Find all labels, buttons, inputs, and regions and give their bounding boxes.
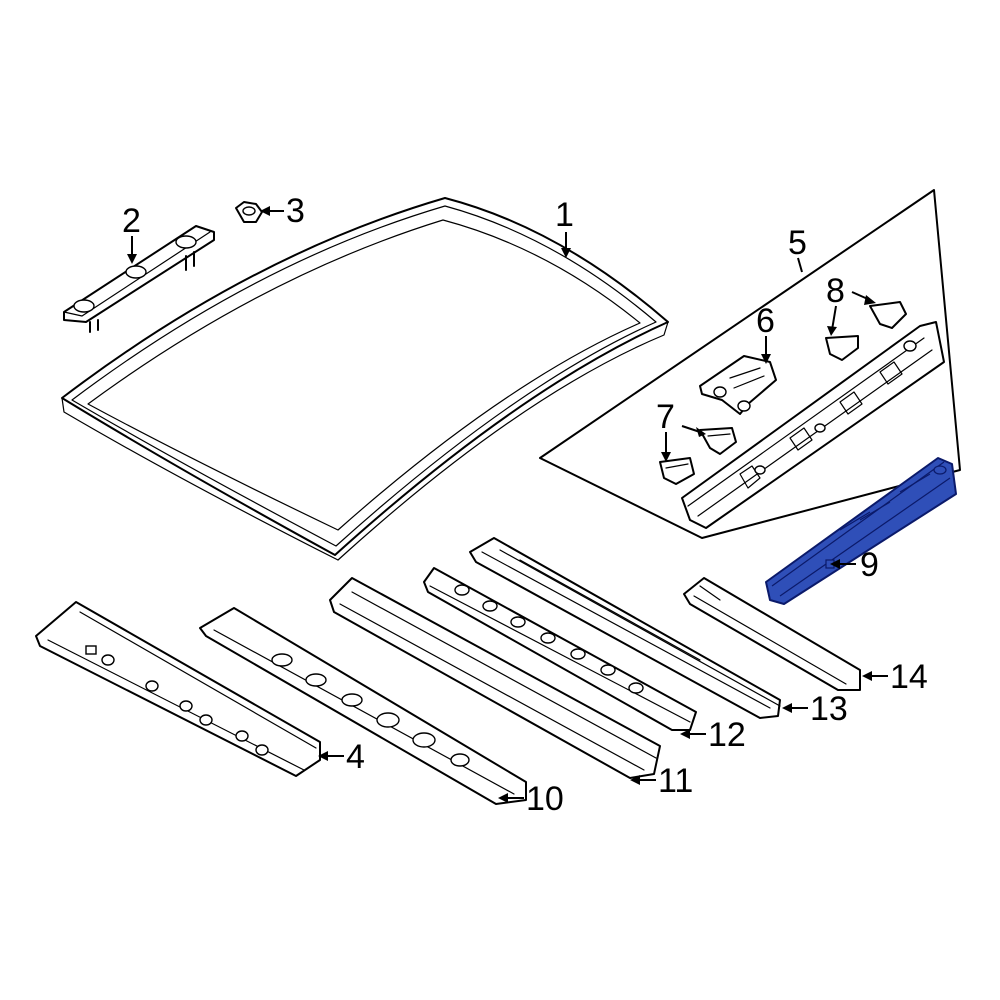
roof-bow-10 — [199, 607, 527, 805]
mount-clip-upper — [869, 301, 907, 329]
callout-14: 14 — [890, 658, 928, 696]
roof-header-panel — [681, 321, 945, 529]
side-rail-14 — [683, 577, 861, 691]
callout-7: 7 — [656, 398, 675, 436]
callout-12: 12 — [708, 716, 746, 754]
roof-bow-11 — [329, 577, 661, 779]
callout-8: 8 — [826, 272, 845, 310]
leader-lines — [127, 206, 888, 803]
retainer-clip-upper — [699, 427, 737, 455]
front-header-4 — [35, 601, 321, 777]
roof-rail-highlighted — [765, 457, 957, 605]
mount-clip-lower — [825, 335, 859, 361]
callout-4: 4 — [346, 738, 365, 776]
callout-10: 10 — [526, 780, 564, 818]
roof-bracket — [63, 225, 215, 333]
callout-2: 2 — [122, 202, 141, 240]
callout-13: 13 — [810, 690, 848, 728]
detail-inset-box — [539, 189, 961, 539]
callout-9: 9 — [860, 546, 879, 584]
callout-6: 6 — [756, 302, 775, 340]
hinge-bracket — [699, 355, 777, 415]
callout-labels: 1 2 3 4 5 6 7 8 9 10 11 12 13 14 — [122, 192, 928, 818]
callout-1: 1 — [555, 196, 574, 234]
roof-bow-13 — [469, 537, 781, 719]
callout-3: 3 — [286, 192, 305, 230]
retainer-clip-lower — [659, 457, 695, 485]
roof-nut — [235, 201, 263, 223]
roof-panel — [61, 197, 669, 561]
callout-11: 11 — [658, 762, 693, 800]
callout-5: 5 — [788, 224, 807, 262]
